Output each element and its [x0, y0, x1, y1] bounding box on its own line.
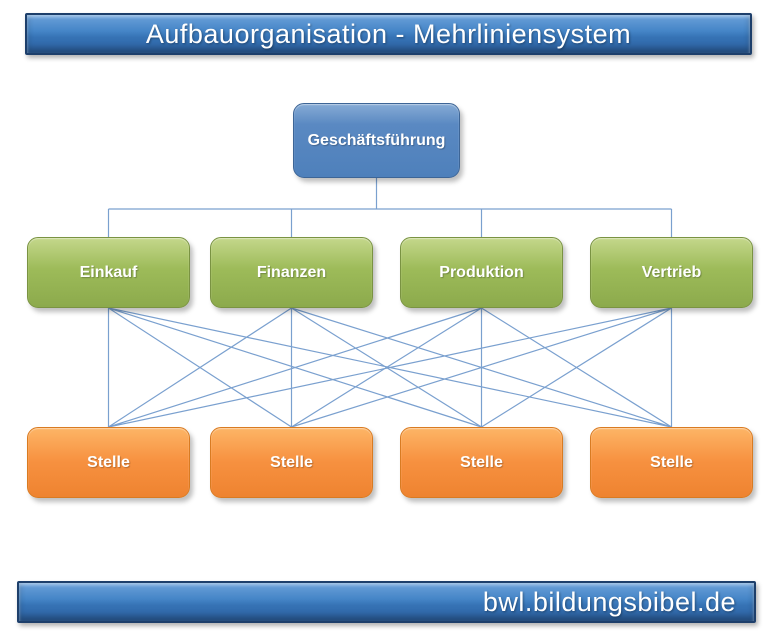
- node-produktion: Produktion: [400, 237, 563, 308]
- node-einkauf: Einkauf: [27, 237, 190, 308]
- node-finanzen: Finanzen: [210, 237, 373, 308]
- title-bar: Aufbauorganisation - Mehrliniensystem: [25, 13, 752, 55]
- node-label: Produktion: [439, 263, 524, 281]
- node-label: Stelle: [460, 453, 503, 471]
- node-label: Geschäftsführung: [307, 131, 446, 149]
- node-label: Stelle: [270, 453, 313, 471]
- node-stelle-2: Stelle: [210, 427, 373, 498]
- node-stelle-1: Stelle: [27, 427, 190, 498]
- tree-connector: [107, 178, 673, 237]
- node-label: Finanzen: [256, 263, 327, 281]
- node-vertrieb: Vertrieb: [590, 237, 753, 308]
- node-label: Stelle: [650, 453, 693, 471]
- node-label: Vertrieb: [641, 263, 702, 281]
- node-label: Einkauf: [79, 263, 138, 281]
- node-stelle-3: Stelle: [400, 427, 563, 498]
- node-stelle-4: Stelle: [590, 427, 753, 498]
- footer-site: bwl.bildungsbibel.de: [482, 586, 736, 617]
- footer-bar: bwl.bildungsbibel.de: [17, 581, 756, 623]
- mesh-connector: [107, 307, 673, 428]
- node-label: Stelle: [87, 453, 130, 471]
- node-geschaeftsfuehrung: Geschäftsführung: [293, 103, 460, 178]
- page-title: Aufbauorganisation - Mehrliniensystem: [145, 18, 632, 49]
